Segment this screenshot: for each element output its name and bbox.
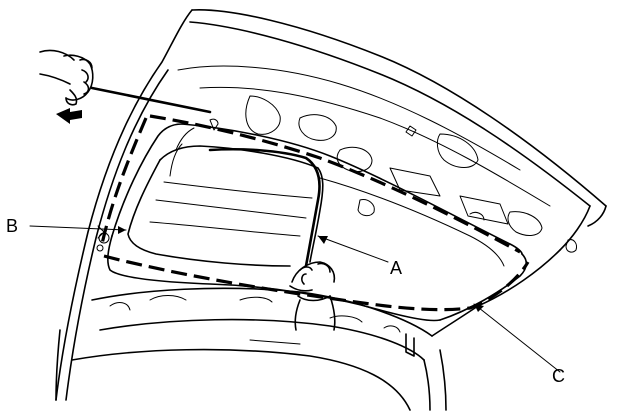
hand-pressing-icon bbox=[289, 261, 336, 331]
trim-panel-outline bbox=[107, 123, 528, 322]
pull-arrow-icon bbox=[56, 108, 82, 124]
tailgate-inner-panel bbox=[109, 65, 577, 345]
rear-window-glass bbox=[127, 145, 505, 267]
clip-fasteners bbox=[96, 225, 110, 252]
tailgate-outer-frame bbox=[55, 9, 607, 411]
mount-bracket bbox=[405, 333, 415, 357]
hand-pulling-icon bbox=[39, 49, 212, 114]
callout-label-a: A bbox=[390, 258, 402, 278]
trim-cord bbox=[208, 147, 321, 268]
callout-label-b: B bbox=[6, 216, 18, 236]
callout-leaders bbox=[29, 225, 561, 373]
callout-label-c: C bbox=[552, 366, 565, 386]
